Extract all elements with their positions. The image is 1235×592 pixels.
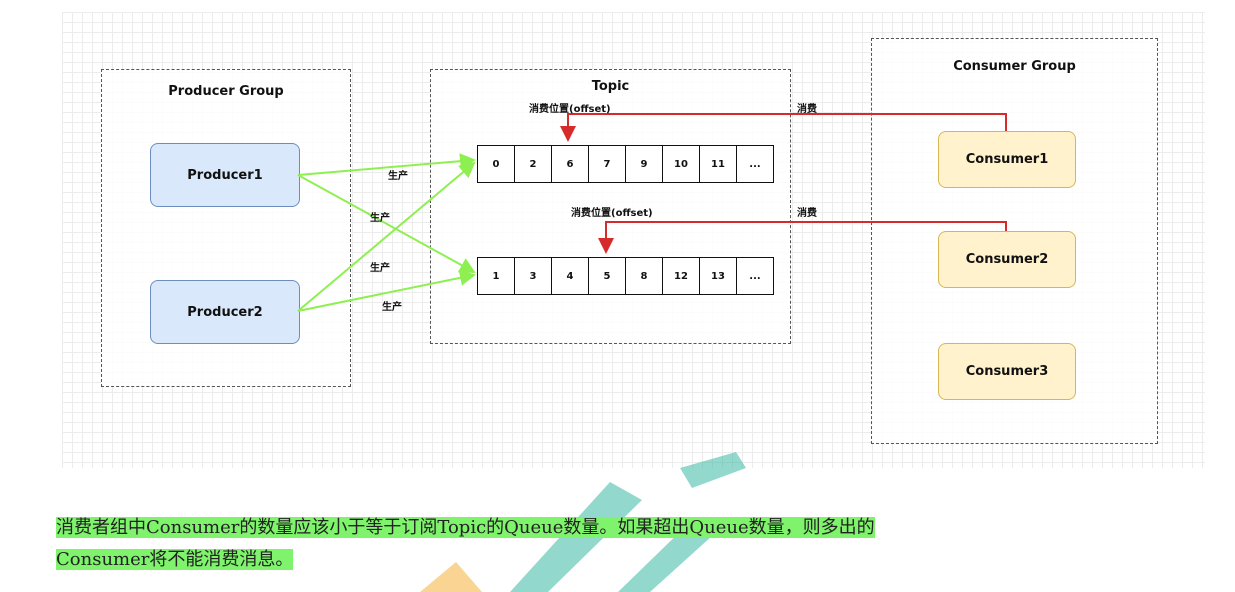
queue1-cell: 10 bbox=[662, 145, 700, 183]
offset-label: 消费位置(offset) bbox=[571, 208, 653, 219]
queue2-cell: 8 bbox=[625, 257, 663, 295]
queue2-cell: 1 bbox=[477, 257, 515, 295]
produce-arrow bbox=[297, 161, 476, 312]
note-line-2: Consumer将不能消费消息。 bbox=[56, 549, 294, 570]
producer-group-title: Producer Group bbox=[168, 84, 284, 99]
produce-label: 生产 bbox=[388, 171, 408, 182]
produce-arrow bbox=[297, 174, 476, 273]
produce-label: 生产 bbox=[370, 263, 390, 274]
produce-label: 生产 bbox=[382, 302, 402, 313]
queue1-cell: 6 bbox=[551, 145, 589, 183]
queue1-cell: 11 bbox=[699, 145, 737, 183]
consume-label: 消费 bbox=[797, 104, 817, 115]
queue2-cell: 3 bbox=[514, 257, 552, 295]
producer1-node[interactable]: Producer1 bbox=[150, 143, 300, 207]
queue2-cell: 12 bbox=[662, 257, 700, 295]
topic-title: Topic bbox=[591, 79, 630, 94]
note-line-1: 消费者组中Consumer的数量应该小于等于订阅Topic的Queue数量。如果… bbox=[56, 517, 875, 538]
consume-arrows bbox=[560, 113, 1007, 254]
queue-2: 1 3 4 5 8 12 13 ... bbox=[477, 257, 774, 295]
queue-1: 0 2 6 7 9 10 11 ... bbox=[477, 145, 774, 183]
produce-arrow bbox=[297, 153, 476, 176]
consumer2-node[interactable]: Consumer2 bbox=[938, 231, 1076, 288]
queue2-cell: ... bbox=[736, 257, 774, 295]
consume-arrow bbox=[598, 221, 1007, 254]
consumer3-node[interactable]: Consumer3 bbox=[938, 343, 1076, 400]
queue1-cell: 2 bbox=[514, 145, 552, 183]
consume-arrow bbox=[560, 113, 1007, 142]
offset-label: 消费位置(offset) bbox=[529, 104, 611, 115]
queue1-cell: ... bbox=[736, 145, 774, 183]
queue2-cell: 5 bbox=[588, 257, 626, 295]
produce-label: 生产 bbox=[370, 213, 390, 224]
queue2-cell: 4 bbox=[551, 257, 589, 295]
consumer1-node[interactable]: Consumer1 bbox=[938, 131, 1076, 188]
produce-arrow bbox=[297, 269, 476, 312]
producer2-node[interactable]: Producer2 bbox=[150, 280, 300, 344]
note-text: 消费者组中Consumer的数量应该小于等于订阅Topic的Queue数量。如果… bbox=[56, 512, 1186, 576]
queue2-cell: 13 bbox=[699, 257, 737, 295]
produce-arrows bbox=[297, 153, 476, 312]
consume-label: 消费 bbox=[797, 208, 817, 219]
consumer-group-title: Consumer Group bbox=[953, 59, 1076, 74]
